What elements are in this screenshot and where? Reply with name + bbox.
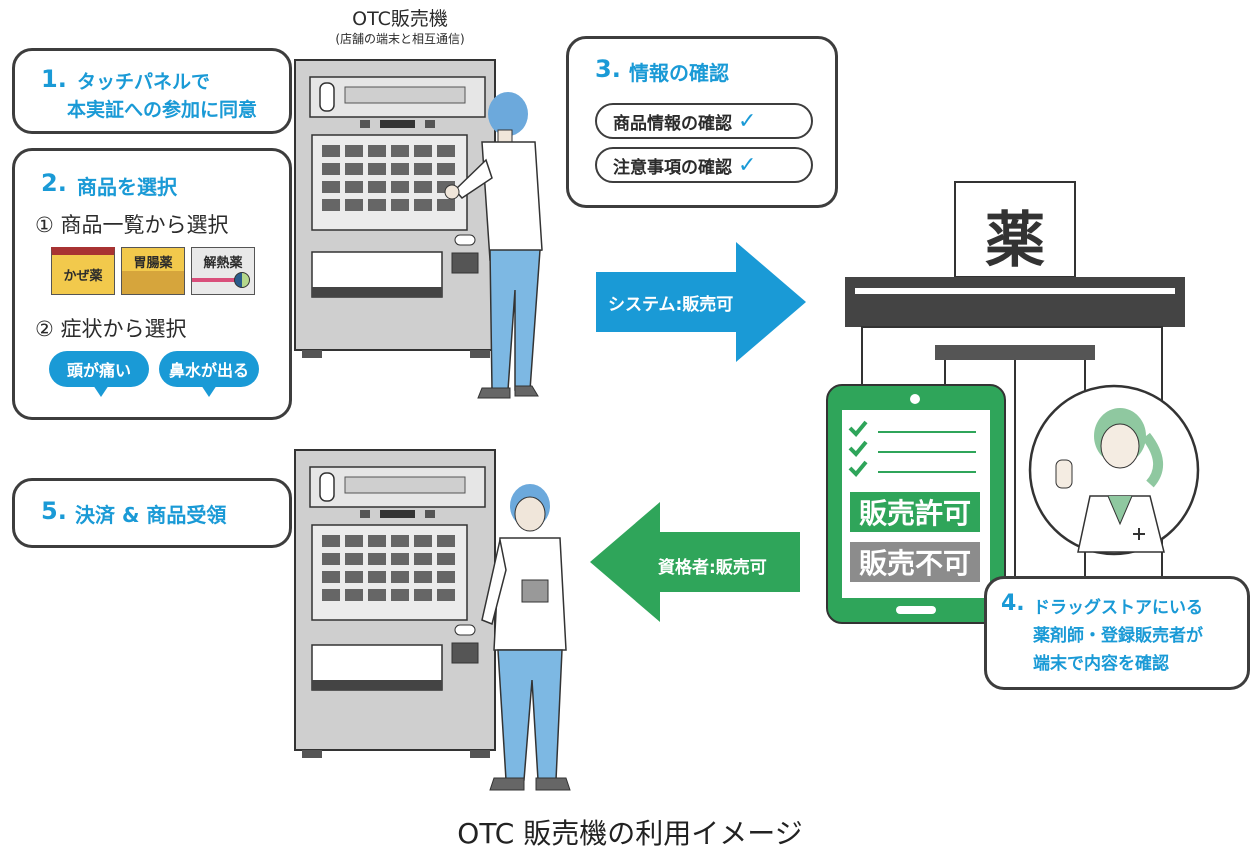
step5-number: 5. bbox=[41, 497, 67, 525]
product-stomach-medicine[interactable]: 胃腸薬 bbox=[121, 247, 185, 295]
step3-callout: 3. 情報の確認 商品情報の確認 ✓ 注意事項の確認 ✓ bbox=[566, 36, 838, 208]
step3-number: 3. bbox=[595, 55, 621, 83]
step2-number: 2. bbox=[41, 169, 67, 197]
tablet-camera bbox=[910, 394, 920, 404]
step4-callout: 4. ドラッグストアにいる 薬剤師・登録販売者が 端末で内容を確認 bbox=[984, 576, 1250, 690]
check-product-info-label: 商品情報の確認 bbox=[613, 113, 732, 134]
product-cold-label: かぜ薬 bbox=[63, 269, 103, 284]
vending-machine-top bbox=[294, 59, 496, 358]
figure-caption: OTC 販売機の利用イメージ bbox=[457, 817, 803, 850]
step4-line3: 端末で内容を確認 bbox=[1033, 654, 1169, 674]
pharmacist-icon bbox=[1028, 384, 1200, 556]
step2-option2: ② 症状から選択 bbox=[35, 317, 187, 341]
step5-title: 決済 & 商品受領 bbox=[75, 503, 227, 527]
fever-stripe bbox=[192, 278, 236, 282]
arrow-system-label: システム:販売可 bbox=[608, 295, 734, 315]
checkmark-icon: ✓ bbox=[738, 152, 757, 178]
checkmark-icon: ✓ bbox=[738, 108, 757, 134]
product-fever-medicine[interactable]: 解熱薬 bbox=[191, 247, 255, 295]
symptom-headache[interactable]: 頭が痛い bbox=[49, 351, 149, 387]
check-warnings-label: 注意事項の確認 bbox=[613, 157, 732, 178]
machine-title: OTC販売機 bbox=[352, 8, 448, 30]
person-receiving-product bbox=[481, 484, 571, 791]
deny-button[interactable]: 販売不可 bbox=[850, 542, 980, 582]
person-touching-panel bbox=[444, 92, 543, 399]
approve-button[interactable]: 販売許可 bbox=[850, 492, 980, 532]
step1-line1: タッチパネルで bbox=[77, 71, 211, 93]
product-fever-label: 解熱薬 bbox=[203, 256, 243, 271]
product-stomach-label: 胃腸薬 bbox=[133, 256, 173, 271]
fever-capsule-icon bbox=[234, 272, 250, 288]
step4-number: 4. bbox=[1001, 591, 1025, 616]
tablet-home-button bbox=[896, 606, 936, 614]
step1-number: 1. bbox=[41, 65, 67, 93]
step5-callout: 5. 決済 & 商品受領 bbox=[12, 478, 292, 548]
step2-option1: ① 商品一覧から選択 bbox=[35, 213, 229, 237]
tablet-checklist-icon bbox=[848, 420, 976, 477]
step2-title: 商品を選択 bbox=[77, 175, 177, 199]
step1-line2: 本実証への参加に同意 bbox=[67, 99, 258, 121]
step4-line2: 薬剤師・登録販売者が bbox=[1033, 626, 1203, 646]
vending-machine-bottom bbox=[294, 449, 496, 758]
store-sign: 薬 bbox=[985, 206, 1045, 276]
step4-line1: ドラッグストアにいる bbox=[1033, 598, 1203, 618]
bubble-tail-2 bbox=[201, 385, 217, 397]
step1-callout: 1. タッチパネルで 本実証への参加に同意 bbox=[12, 48, 292, 134]
product-cold-medicine[interactable]: かぜ薬 bbox=[51, 247, 115, 295]
check-product-info: 商品情報の確認 ✓ bbox=[595, 103, 813, 139]
bubble-tail-1 bbox=[93, 385, 109, 397]
check-warnings: 注意事項の確認 ✓ bbox=[595, 147, 813, 183]
symptom-runny-nose[interactable]: 鼻水が出る bbox=[159, 351, 259, 387]
machine-subtitle: (店舗の端末と相互通信) bbox=[335, 32, 465, 46]
arrow-qualified-label: 資格者:販売可 bbox=[658, 558, 767, 578]
arrow-system-approve bbox=[596, 242, 806, 362]
step3-title: 情報の確認 bbox=[629, 61, 729, 85]
step2-callout: 2. 商品を選択 ① 商品一覧から選択 かぜ薬 胃腸薬 解熱薬 ② 症状から選択… bbox=[12, 148, 292, 420]
arrow-qualified-approve bbox=[590, 502, 800, 622]
